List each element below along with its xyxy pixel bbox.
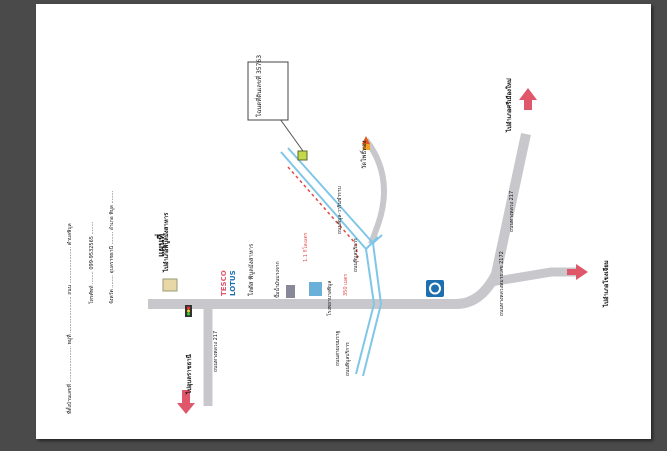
- bangchak-icon: [426, 280, 444, 297]
- distance2-label: 350 เมตร: [343, 273, 349, 296]
- land-plot-label: โฉนดที่ดินเลขที่ 35763: [256, 54, 263, 117]
- road-left-label: ถนนทางหลวง 217: [213, 330, 219, 372]
- hospital-icon: [309, 282, 322, 296]
- arrow-down-icon: [177, 390, 195, 414]
- arrow-right-icon: [567, 264, 588, 280]
- land-plot-marker: [297, 150, 308, 161]
- dir-right: ไปอำเภอโขงเจียม: [603, 260, 610, 307]
- gas-station-icon: [286, 285, 295, 298]
- map-canvas: [148, 61, 588, 414]
- footer-line3: จังหวัด ........ อุบลราชธานี ........ อำ…: [109, 190, 115, 304]
- arrow-up-icon: [519, 88, 537, 110]
- temple-label: วัดโพธิ์ทอง: [361, 140, 368, 169]
- road-diag-label: ถนนพิบูล-วารินชำราบ: [337, 186, 343, 234]
- canal: [280, 147, 383, 377]
- route-line: [287, 166, 359, 263]
- tesco-brand-bottom: LOTUS: [229, 270, 237, 296]
- road-diag-label2: ถนนพิบูลบริการ: [353, 238, 359, 272]
- dir-bottom-left: ไปอุบลราชธานี: [186, 354, 193, 394]
- footer-line1: ที่ตั้งบ้านเลขที่ ......................…: [67, 223, 73, 414]
- tesco-road-label: โลตัส พิบูลมังสาหาร: [248, 243, 255, 296]
- temple-road: [363, 138, 387, 246]
- dir-top-left: ไปอำเภอพิบูลมังสาหาร: [163, 212, 170, 272]
- road-lower-label: ถนนสายเขมราฐ: [335, 330, 341, 366]
- hospital-label: โรงพยาบาลพิบูล: [327, 280, 333, 316]
- road-lower-label2: ถนนพิบูลบริการ: [345, 342, 351, 376]
- map-paper: แผนที่ โฉนดที่ดินเลขที่ 35763 วัดโพธิ์ทอ…: [36, 4, 651, 439]
- tesco-brand-top: TESCO: [220, 270, 228, 296]
- road-right-lower-label: ถนนทางหลวงหมายเลข 2172: [499, 251, 505, 316]
- footer-line2: โทรศัพท์ ........ 099-9532565 ........: [89, 221, 95, 304]
- road-right-upper-label: ถนนทางหลวง 217: [509, 190, 515, 232]
- dir-top-right: ไปอำเภอศรีเมืองใหม่: [506, 78, 513, 132]
- temple-icon: [363, 144, 370, 150]
- main-road: [148, 132, 531, 309]
- building-icon: [162, 278, 178, 292]
- land-plot-callout: [247, 61, 289, 121]
- gas-label: ปั๊มน้ำมันบางจาก: [275, 261, 281, 298]
- distance1-label: 1.1 กิโลเมตร: [303, 232, 309, 262]
